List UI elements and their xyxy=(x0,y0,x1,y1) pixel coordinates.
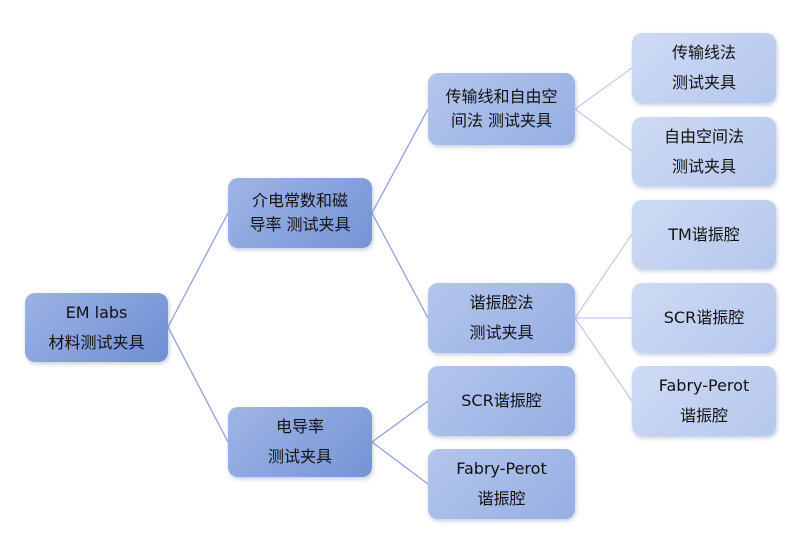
transmission-free-space-node: 传输线和自由空 间法 测试夹具 xyxy=(428,73,575,145)
connector xyxy=(574,67,633,110)
connector xyxy=(574,317,633,402)
node-label: SCR谐振腔 xyxy=(461,391,542,410)
node-label: SCR谐振腔 xyxy=(663,308,745,327)
connector xyxy=(371,441,429,485)
node-label: 电导率 xyxy=(275,417,324,436)
connector xyxy=(167,326,229,443)
conductivity-scr-node: SCR谐振腔 xyxy=(428,366,575,436)
connector xyxy=(574,108,633,152)
conductivity-node: 电导率 测试夹具 xyxy=(228,407,372,477)
node-label: Fabry-Perot xyxy=(456,459,547,478)
connector xyxy=(574,233,633,319)
fabry-perot-resonator-node: Fabry-Perot 谐振腔 xyxy=(632,366,776,436)
node-label: 测试夹具 xyxy=(469,323,534,342)
node-label: 材料测试夹具 xyxy=(48,332,145,352)
node-label: 传输线和自由空 xyxy=(445,87,558,106)
connector xyxy=(167,212,229,328)
node-label: EM labs xyxy=(65,302,128,322)
node-label: 谐振腔 xyxy=(679,406,728,425)
node-label: TM谐振腔 xyxy=(668,224,740,244)
connector xyxy=(371,400,429,443)
transmission-line-node: 传输线法 测试夹具 xyxy=(632,33,776,103)
node-label: 测试夹具 xyxy=(671,156,736,176)
node-label: 传输线法 xyxy=(671,43,736,62)
node-label: 谐振腔法 xyxy=(469,293,534,312)
node-label: 自由空间法 xyxy=(663,126,744,146)
node-label: 间法 测试夹具 xyxy=(450,111,553,130)
connector xyxy=(371,108,429,214)
permittivity-node: 介电常数和磁 导率 测试夹具 xyxy=(228,178,372,248)
node-label: 测试夹具 xyxy=(267,447,332,466)
node-label: 谐振腔 xyxy=(477,489,526,508)
scr-resonator-node: SCR谐振腔 xyxy=(632,283,776,353)
free-space-node: 自由空间法 测试夹具 xyxy=(632,117,776,186)
resonator-method-node: 谐振腔法 测试夹具 xyxy=(428,283,575,353)
node-label: 测试夹具 xyxy=(671,73,736,92)
node-label: Fabry-Perot xyxy=(658,376,750,395)
conductivity-fabry-perot-node: Fabry-Perot 谐振腔 xyxy=(428,449,575,519)
node-label: 介电常数和磁 xyxy=(251,191,348,210)
node-label: 导率 测试夹具 xyxy=(249,215,351,234)
root-node: EM labs 材料测试夹具 xyxy=(25,293,168,362)
tm-resonator-node: TM谐振腔 xyxy=(632,200,776,269)
connector xyxy=(371,212,429,319)
